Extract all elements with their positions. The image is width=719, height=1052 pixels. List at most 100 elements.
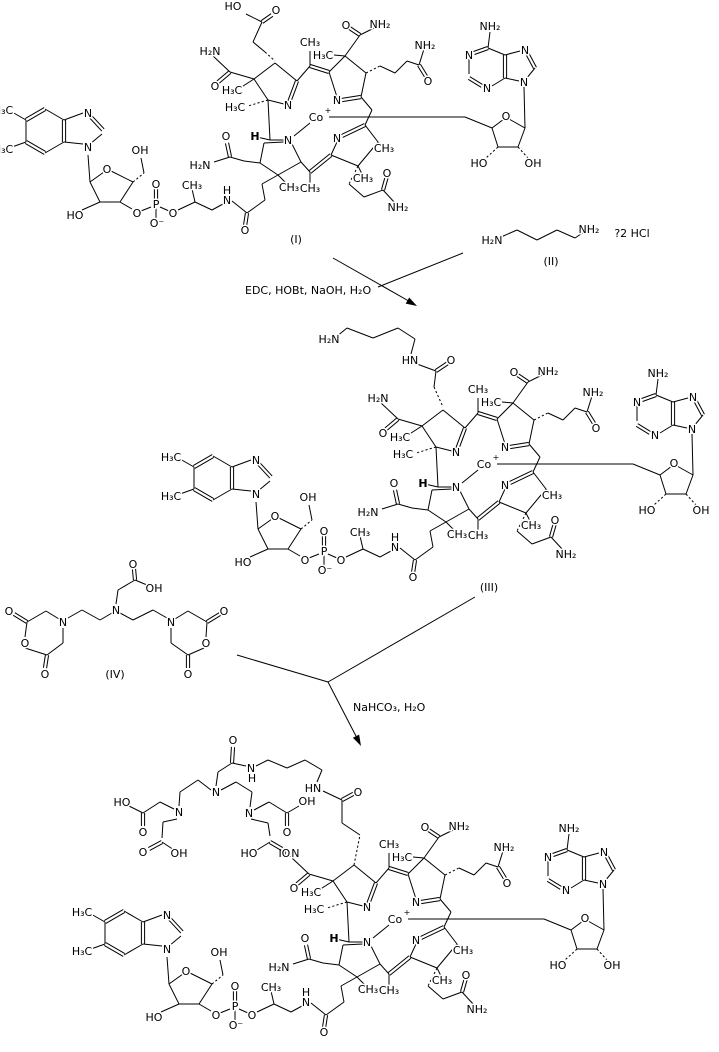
bond [536,229,558,241]
atom-label: O [421,821,430,834]
bond [256,1003,275,1013]
atom-label: O [139,826,148,839]
bond [659,465,673,476]
atom-label: N [223,194,231,207]
atom-label: O [282,847,291,860]
bond [229,156,245,162]
bond [464,116,493,129]
atom-label: CH₃ [521,519,541,532]
bond [525,67,536,80]
bond [516,229,538,241]
bond [310,1002,327,1016]
bond [346,327,374,339]
bond [500,229,518,238]
bond [205,621,208,638]
atom-label: H₃C [393,448,414,461]
bond [691,433,694,476]
bond [300,519,313,530]
bond [192,489,213,502]
atom-label: O [301,554,310,567]
atom-label: CH₃ [350,526,370,539]
bond [564,948,578,961]
atom-label: ?2 HCl [614,227,649,240]
bond [26,109,47,122]
bond [219,1008,231,1014]
bond [459,977,465,992]
bond [321,1014,325,1028]
atom-label: O [581,912,590,925]
bond [510,472,534,485]
bond [421,900,441,905]
bond [442,991,463,1000]
atom-label: H₃C [481,396,502,409]
atom-label: H₃C [304,903,325,916]
bond [277,161,302,176]
bond [585,412,595,427]
bond [604,855,614,871]
bond [388,869,408,877]
bond [211,203,224,211]
atom-label: + [493,453,500,462]
atom-label: N [521,44,529,57]
bond [212,455,233,468]
atom-label: CH₃ [468,383,488,396]
bond [142,914,163,923]
bond [270,840,284,849]
bond [545,488,551,494]
bond [407,425,423,436]
bond [693,414,704,427]
bond [434,361,448,371]
atom-label: O [592,422,601,435]
atom-label: O [337,554,346,567]
bond [194,456,215,469]
bond [88,116,103,132]
atom-label: N [284,99,292,112]
atom-label: P [321,545,328,558]
bond [205,612,220,622]
atom-label: N [452,481,460,494]
bond [328,71,338,98]
atom-label: N [391,541,399,554]
bond [140,206,152,212]
atom-label: O [424,75,433,88]
bond [587,920,605,931]
bond [365,65,381,74]
atom-label: CH₃ [261,981,281,994]
atom-label: HO [639,504,656,517]
bond [498,865,508,880]
bond [382,189,396,204]
bond [257,480,271,492]
bond [421,409,444,427]
bond [187,647,205,656]
atom-label: H [223,184,231,197]
bond [474,49,489,55]
bond [659,424,674,434]
atom-label: O [383,167,392,180]
bond [105,911,126,924]
bond [421,425,437,448]
bond [424,483,439,488]
atom-label: O [379,427,388,440]
bond [501,401,514,404]
atom-label: Co [477,458,492,471]
atom-label: N [84,141,92,154]
bond [407,873,417,900]
bond [429,530,434,548]
bond [246,199,266,214]
bond [335,327,348,338]
bond [90,913,106,923]
atom-label: O [139,846,148,859]
bond [142,801,161,814]
atom-label: N [501,479,509,492]
bond [217,72,232,85]
bond [356,976,366,986]
bond [359,27,375,36]
step2-conditions: NaHCO₃, H₂O [353,701,426,714]
bond [330,141,338,156]
atom-label: O [503,877,512,890]
bond [310,63,330,71]
bond [89,181,101,203]
bond [168,983,180,1005]
atom-label: N [689,391,697,404]
